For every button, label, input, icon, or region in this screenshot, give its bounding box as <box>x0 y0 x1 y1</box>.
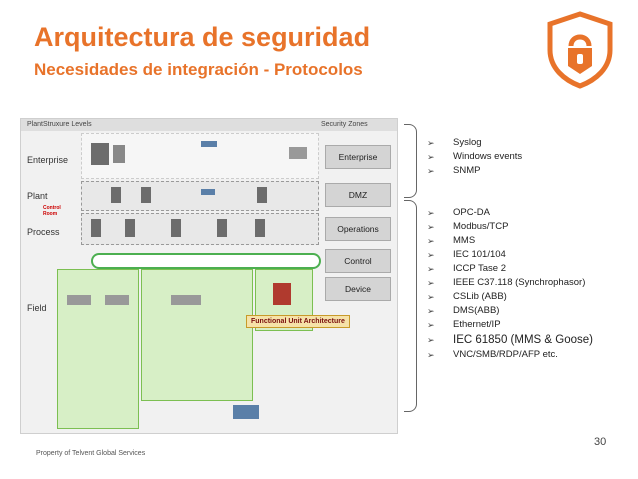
enterprise-server <box>91 143 109 165</box>
brace-top <box>404 124 417 198</box>
level-process: Process <box>27 227 60 237</box>
functional-unit-label: Functional Unit Architecture <box>246 315 350 328</box>
field-controller <box>67 295 91 305</box>
operations-area <box>81 213 319 245</box>
plantstruxure-architecture-diagram: PlantStruxure Levels Security Zones Ente… <box>20 118 398 434</box>
field-area <box>141 269 253 401</box>
enterprise-server <box>113 145 125 163</box>
field-controller <box>171 295 201 305</box>
page-number: 30 <box>594 436 607 448</box>
protocol-list-top: Syslog Windows events SNMP <box>427 136 522 178</box>
diagram-header: PlantStruxure Levels Security Zones <box>21 119 397 131</box>
plant-server <box>257 187 267 203</box>
firewall-node <box>201 189 215 195</box>
list-item: CSLib (ABB) <box>427 290 607 304</box>
zone-device: Device <box>325 277 391 301</box>
process-server <box>125 219 135 237</box>
footer-property: Property of Telvent Global Services <box>36 450 146 457</box>
list-item: ICCP Tase 2 <box>427 262 607 276</box>
plant-server <box>111 187 121 203</box>
list-item: Ethernet/IP <box>427 318 607 332</box>
brace-bottom <box>404 200 417 412</box>
zones-title: Security Zones <box>321 121 368 128</box>
zone-enterprise: Enterprise <box>325 145 391 169</box>
list-item: OPC-DA <box>427 206 607 220</box>
process-server <box>171 219 181 237</box>
firewall-node <box>201 141 217 147</box>
shield-lock-icon <box>547 11 613 89</box>
energy-monitoring-node <box>233 405 259 419</box>
process-server <box>91 219 101 237</box>
page-subtitle: Necesidades de integración - Protocolos <box>34 60 363 79</box>
safety-controller <box>273 283 291 305</box>
level-enterprise: Enterprise <box>27 155 69 165</box>
list-item: SNMP <box>427 164 522 178</box>
plant-server <box>141 187 151 203</box>
list-item: IEC 61850 (MMS & Goose) <box>427 332 607 348</box>
protocol-list-bottom: OPC-DA Modbus/TCP MMS IEC 101/104 ICCP T… <box>427 206 607 362</box>
list-item: Modbus/TCP <box>427 220 607 234</box>
field-controller <box>105 295 129 305</box>
process-server <box>217 219 227 237</box>
list-item: Windows events <box>427 150 522 164</box>
workstation-node <box>289 147 307 159</box>
list-item: MMS <box>427 234 607 248</box>
zone-control: Control <box>325 249 391 273</box>
process-server <box>255 219 265 237</box>
list-item: Syslog <box>427 136 522 150</box>
zone-dmz: DMZ <box>325 183 391 207</box>
list-item: IEEE C37.118 (Synchrophasor) <box>427 276 607 290</box>
field-area <box>57 269 139 429</box>
list-item: DMS(ABB) <box>427 304 607 318</box>
list-item: VNC/SMB/RDP/AFP etc. <box>427 348 607 362</box>
control-room-label: Control Room <box>43 205 61 217</box>
levels-title: PlantStruxure Levels <box>27 121 92 128</box>
level-plant: Plant <box>27 191 48 201</box>
list-item: IEC 101/104 <box>427 248 607 262</box>
level-field: Field <box>27 303 47 313</box>
page-title: Arquitectura de seguridad <box>34 22 371 52</box>
zone-operations: Operations <box>325 217 391 241</box>
control-ring-network <box>91 253 321 269</box>
